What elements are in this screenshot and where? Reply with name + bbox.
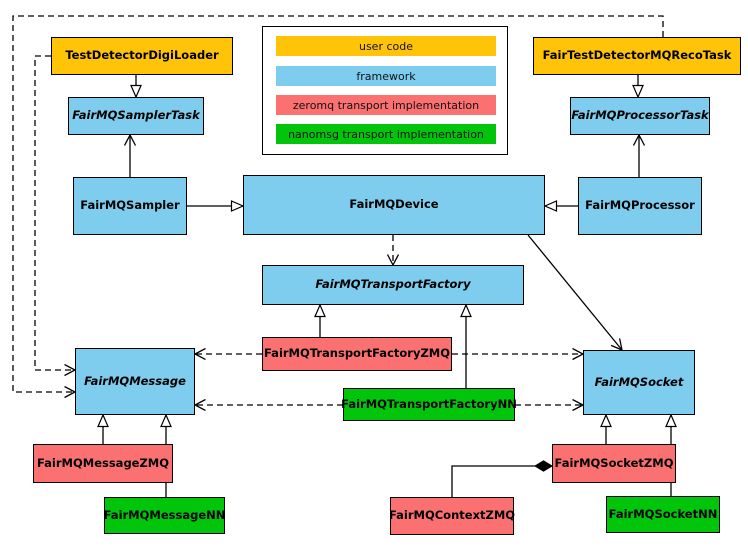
class-box-label: FairTestDetectorMQRecoTask [542,48,732,63]
class-box-FairMQTransportFactoryNN[interactable]: FairMQTransportFactoryNN [341,388,517,421]
class-box-FairMQMessageNN[interactable]: FairMQMessageNN [104,497,225,534]
edge-contextzmq-socketzmq [451,460,553,497]
class-box-FairMQProcessorTask[interactable]: FairMQProcessorTask [570,97,710,135]
legend-item-nanomsg: nanomsg transport implementation [276,124,496,144]
class-box-FairMQContextZMQ[interactable]: FairMQContextZMQ [389,497,515,535]
class-box-FairMQMessageZMQ[interactable]: FairMQMessageZMQ [33,444,173,483]
class-box-label: FairMQMessageNN [103,507,226,522]
class-box-FairMQSampler[interactable]: FairMQSampler [73,177,187,235]
class-box-TestDetectorDigiLoader[interactable]: TestDetectorDigiLoader [51,37,233,75]
class-box-FairMQSamplerTask[interactable]: FairMQSamplerTask [68,97,204,135]
legend-item-label: zeromq transport implementation [292,98,480,112]
class-box-FairTestDetectorMQRecoTask[interactable]: FairTestDetectorMQRecoTask [533,37,741,75]
class-box-label: FairMQProcessor [585,198,695,213]
edge-recotask-message [12,15,664,392]
class-box-label: FairMQSamplerTask [72,108,200,123]
class-box-label: FairMQMessageZMQ [36,455,170,470]
class-box-FairMQTransportFactoryZMQ[interactable]: FairMQTransportFactoryZMQ [262,337,452,371]
class-box-label: FairMQTransportFactoryZMQ [264,346,451,361]
class-box-FairMQMessage[interactable]: FairMQMessage [75,348,195,415]
class-box-FairMQSocket[interactable]: FairMQSocket [583,350,695,415]
legend-item-user-code: user code [276,36,496,56]
class-box-label: FairMQContextZMQ [388,508,516,523]
edge-digiloader-message [34,55,75,370]
class-box-label: FairMQSocketZMQ [554,455,674,470]
class-box-label: FairMQTransportFactory [315,277,471,292]
class-box-label: FairMQMessage [84,373,186,388]
class-box-FairMQSocketNN[interactable]: FairMQSocketNN [606,496,720,533]
legend-item-framework: framework [276,66,496,86]
legend-item-zeromq: zeromq transport implementation [276,95,496,115]
class-box-FairMQTransportFactory[interactable]: FairMQTransportFactory [262,265,524,305]
class-box-label: FairMQProcessorTask [571,108,709,123]
class-box-label: FairMQSampler [80,198,180,213]
edge-device-socket [527,234,622,350]
class-box-label: FairMQSocketNN [608,506,718,521]
class-box-label: FairMQSocket [594,374,684,389]
class-box-FairMQSocketZMQ[interactable]: FairMQSocketZMQ [552,444,676,483]
class-box-FairMQProcessor[interactable]: FairMQProcessor [578,177,702,235]
class-box-label: FairMQDevice [349,197,439,212]
legend-item-label: nanomsg transport implementation [288,127,484,141]
class-box-label: FairMQTransportFactoryNN [341,396,517,411]
legend-item-label: framework [356,69,416,83]
class-box-label: TestDetectorDigiLoader [65,48,219,63]
class-box-FairMQDevice[interactable]: FairMQDevice [243,175,545,235]
legend-item-label: user code [358,39,414,53]
